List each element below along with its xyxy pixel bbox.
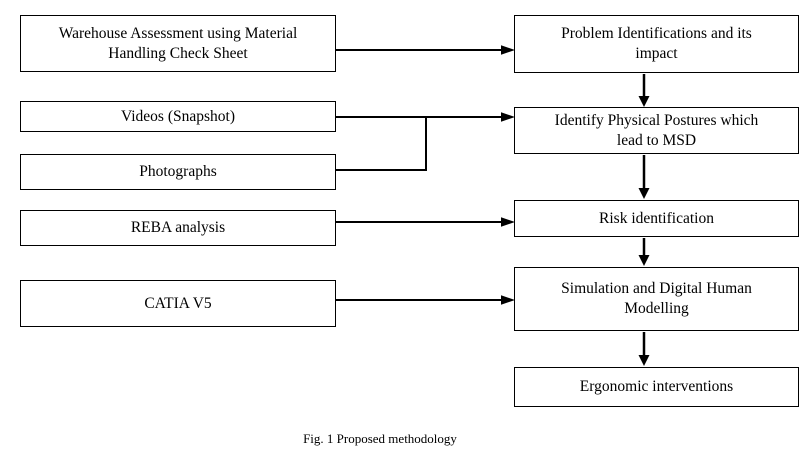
arrow-risk-to-simulation	[638, 238, 650, 266]
box-problem-identifications-label: Problem Identifications and its impact	[561, 25, 752, 62]
box-reba-analysis: REBA analysis	[20, 210, 336, 246]
box-warehouse-assessment-label: Warehouse Assessment using Material Hand…	[58, 24, 298, 62]
box-risk-identification-label: Risk identification	[599, 209, 714, 227]
elbow-photographs-to-postures	[336, 117, 427, 171]
arrow-videos-to-postures	[336, 112, 515, 122]
box-simulation-dhm: Simulation and Digital Human Modelling	[514, 267, 799, 331]
box-videos-snapshot-label: Videos (Snapshot)	[120, 107, 236, 125]
arrow-catia-to-simulation	[336, 295, 515, 305]
box-identify-physical-postures-label: Identify Physical Postures which lead to…	[554, 111, 759, 149]
arrow-problem-to-postures	[638, 74, 650, 107]
box-simulation-dhm-label: Simulation and Digital Human Modelling	[561, 280, 752, 317]
box-problem-identifications: Problem Identifications and its impact	[514, 15, 799, 73]
box-risk-identification: Risk identification	[514, 200, 799, 237]
box-ergonomic-interventions-label: Ergonomic interventions	[579, 378, 734, 395]
box-photographs: Photographs	[20, 154, 336, 190]
arrow-warehouse-to-problem	[336, 45, 515, 55]
figure-caption: Fig. 1 Proposed methodology	[303, 431, 457, 446]
box-ergonomic-interventions: Ergonomic interventions	[514, 367, 799, 407]
arrow-reba-to-risk	[336, 217, 515, 227]
box-catia-v5-label: CATIA V5	[144, 294, 212, 312]
box-photographs-label: Photographs	[139, 163, 217, 180]
arrow-postures-to-risk	[638, 155, 650, 199]
box-catia-v5: CATIA V5	[20, 280, 336, 327]
arrow-simulation-to-ergonomic	[638, 332, 650, 366]
box-identify-physical-postures: Identify Physical Postures which lead to…	[514, 107, 799, 154]
box-warehouse-assessment: Warehouse Assessment using Material Hand…	[20, 15, 336, 72]
box-reba-analysis-label: REBA analysis	[130, 219, 226, 236]
box-videos-snapshot: Videos (Snapshot)	[20, 101, 336, 132]
